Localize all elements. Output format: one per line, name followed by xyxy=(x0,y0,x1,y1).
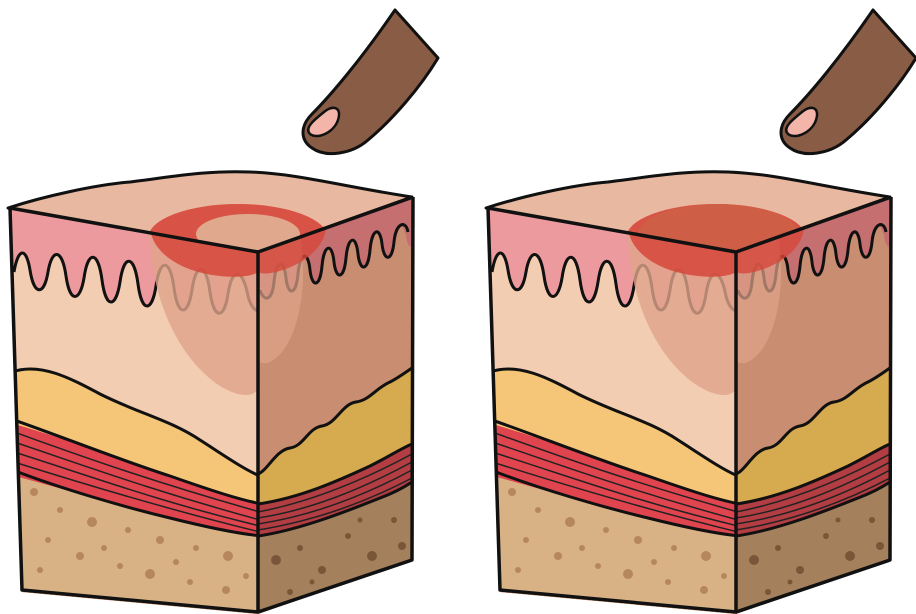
epidermis-layer-front xyxy=(10,208,258,314)
base-tissue-front xyxy=(10,472,258,614)
finger-icon xyxy=(301,8,440,155)
skin-block-left xyxy=(6,8,440,614)
block-outline xyxy=(8,195,415,614)
tissue-specks-front xyxy=(30,488,249,594)
finger-icon xyxy=(779,8,916,155)
block-outline xyxy=(486,195,893,614)
base-tissue-front xyxy=(488,472,736,614)
epidermis-layer-front xyxy=(488,208,736,314)
skin-block-right xyxy=(484,8,916,614)
tissue-specks-front xyxy=(508,488,727,594)
